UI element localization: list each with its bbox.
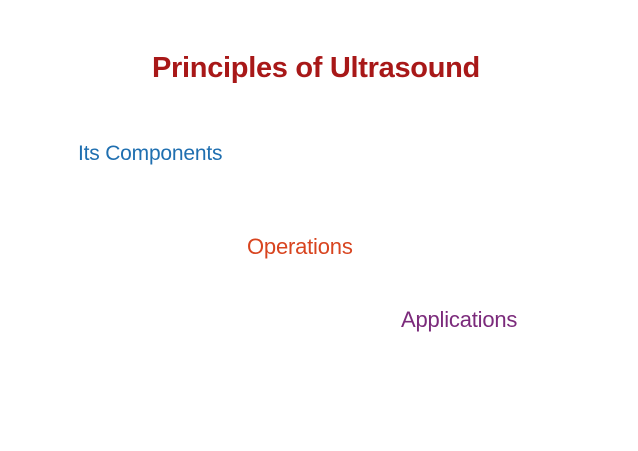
- slide-title: Principles of Ultrasound: [152, 52, 480, 84]
- slide-text-operations: Operations: [247, 234, 353, 259]
- slide-text-applications: Applications: [401, 307, 518, 332]
- slide-text-its-components: Its Components: [78, 142, 223, 165]
